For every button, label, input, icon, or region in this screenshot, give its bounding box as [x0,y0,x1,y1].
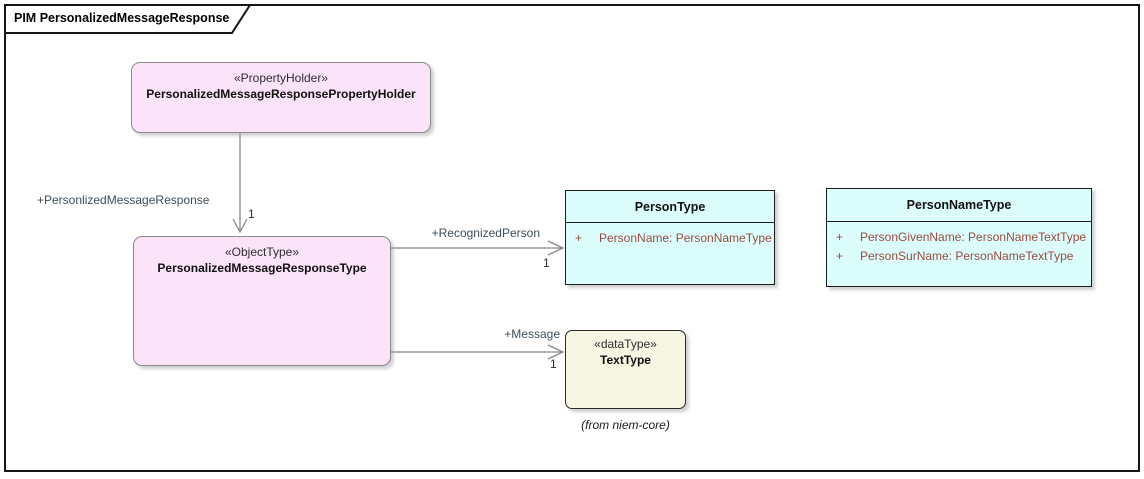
stereotype-label: «ObjectType» [224,245,300,259]
attribute-text: PersonGivenName: PersonNameTextType [860,230,1087,244]
frame-tab-shape [4,4,252,34]
class-name: PersonNameType [827,189,1091,222]
class-text-type[interactable]: «dataType» TextType [565,330,686,409]
attributes-compartment: + PersonGivenName: PersonNameTextType + … [827,222,1091,266]
stereotype-label: «PropertyHolder» [233,71,329,85]
attribute-text: PersonSurName: PersonNameTextType [860,249,1074,263]
visibility-marker: + [575,231,583,245]
attributes-compartment: + PersonName: PersonNameType [566,223,774,248]
attribute-row: + PersonGivenName: PersonNameTextType [836,228,1087,247]
multiplicity-message: 1 [550,357,557,371]
diagram-title: PIM PersonalizedMessageResponse [14,11,230,25]
edge-label-message: +Message [504,327,560,341]
edge-label-personlized-message-response: +PersonlizedMessageResponse [37,193,210,207]
multiplicity-personlized-message-response: 1 [248,207,255,221]
class-person-name-type[interactable]: PersonNameType + PersonGivenName: Person… [826,188,1092,287]
class-name: PersonalizedMessageResponseType [157,261,367,275]
multiplicity-recognized-person: 1 [543,256,550,270]
attribute-text: PersonName: PersonNameType [599,231,772,245]
class-name: PersonType [566,191,774,223]
attribute-row: + PersonSurName: PersonNameTextType [836,247,1085,266]
class-personalized-message-response-type[interactable]: «ObjectType» PersonalizedMessageResponse… [133,236,391,366]
class-name: PersonalizedMessageResponsePropertyHolde… [146,87,416,101]
visibility-marker: + [836,249,844,263]
attribute-row: + PersonName: PersonNameType [575,229,772,248]
class-name: TextType [600,353,651,367]
origin-note: (from niem-core) [581,418,670,432]
edge-label-recognized-person: +RecognizedPerson [431,226,540,240]
visibility-marker: + [836,230,844,244]
class-personalized-message-response-property-holder[interactable]: «PropertyHolder» PersonalizedMessageResp… [131,62,431,133]
stereotype-label: «dataType» [594,337,657,351]
diagram-frame-border [4,4,1140,472]
class-person-type[interactable]: PersonType + PersonName: PersonNameType [565,190,775,285]
